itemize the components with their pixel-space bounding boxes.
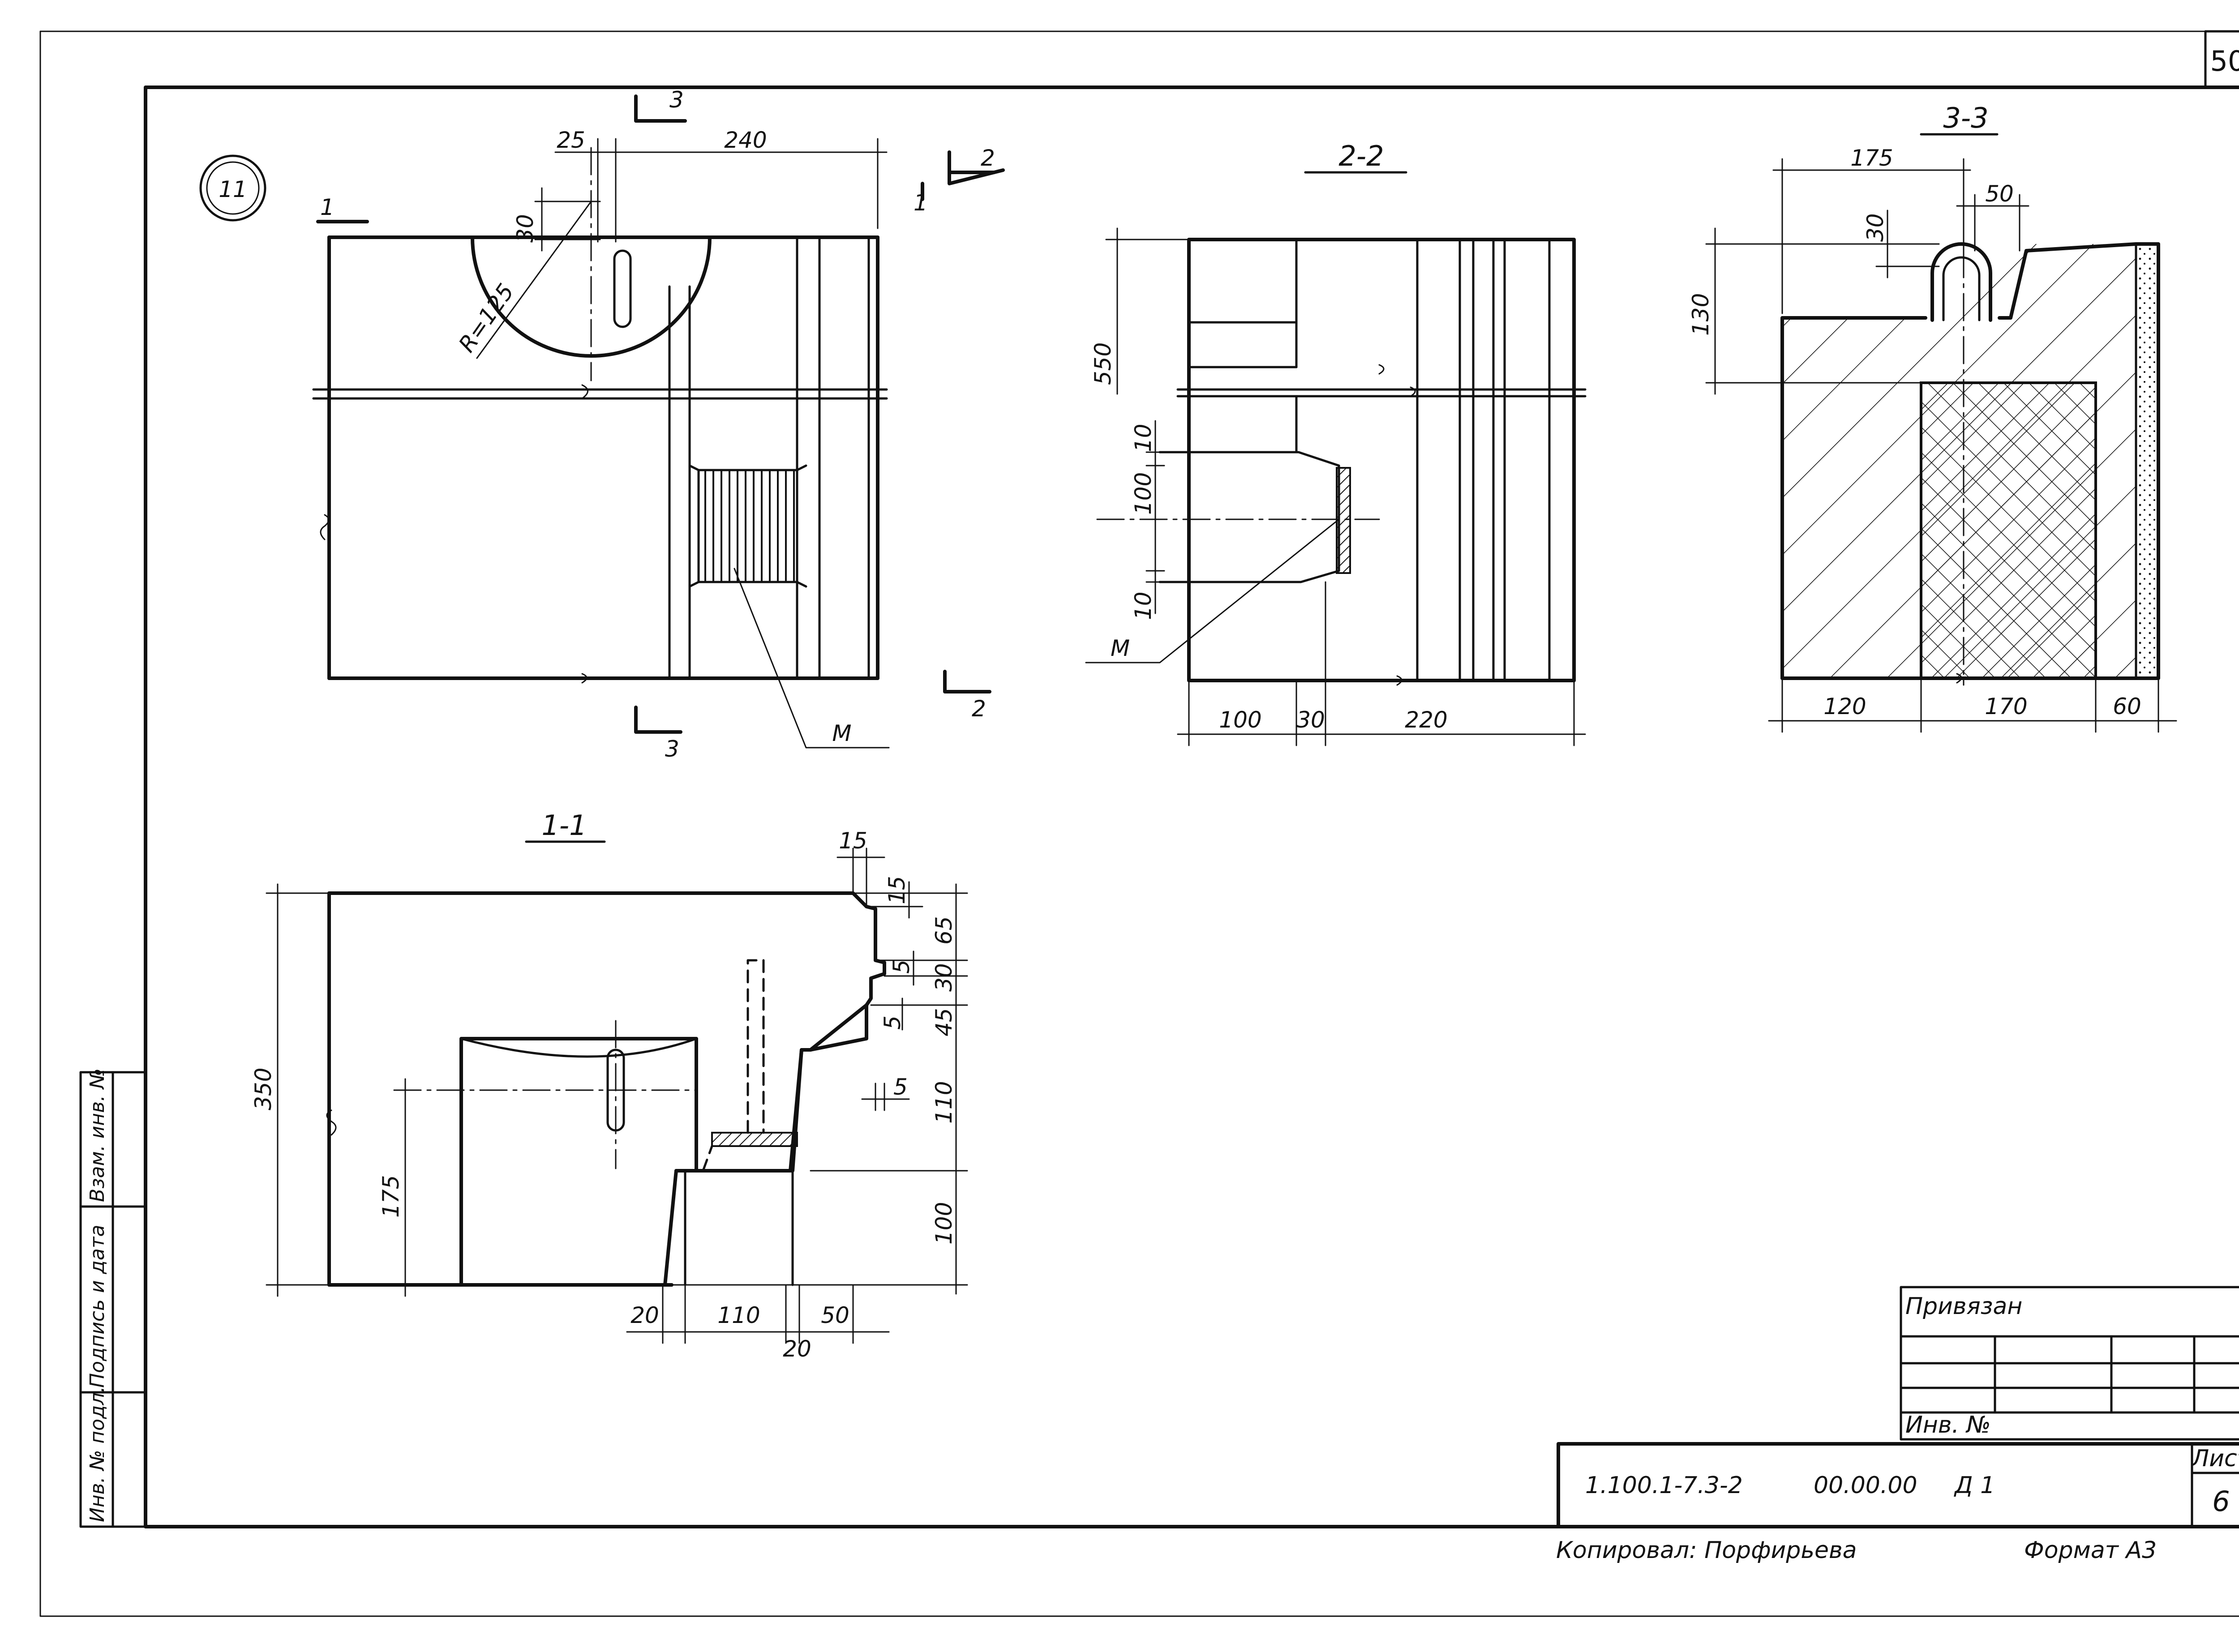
s11-dim-5c: 5 [893, 1074, 908, 1100]
s11-dim-110: 110 [931, 1081, 957, 1124]
copied-by: Копировал: Порфирьева [1556, 1537, 1857, 1564]
node-marker-inner [206, 161, 260, 215]
linked-label: Привязан [1905, 1293, 2022, 1320]
section-1-1: 1-1 65 30 45 110 100 [250, 809, 968, 1362]
s11-dim-175: 175 [378, 1175, 404, 1218]
stamp-inv-podl: Инв. № подл. [86, 1386, 109, 1522]
s22-dim-b30: 30 [1296, 707, 1325, 733]
section-2-2: 2-2 М 550 10 100 10 [1085, 140, 1587, 746]
lifting-loop [1930, 242, 1992, 322]
s33-dim-50: 50 [1985, 181, 2014, 207]
s22-material-label: М [1111, 635, 1130, 661]
leader-M-2 [1085, 518, 1340, 663]
section-1-1-title: 1-1 [541, 809, 587, 842]
cut-2-top: 2 [981, 145, 995, 171]
s11-dim-30: 30 [931, 963, 957, 992]
s22-dim-b220: 220 [1405, 707, 1447, 733]
section-2-2-title: 2-2 [1338, 140, 1384, 172]
leader-M [733, 568, 890, 749]
sheet-frame: 50 [39, 30, 2239, 1617]
sheet-label: Лист [2191, 1445, 2239, 1472]
s11-dim-b20a: 20 [631, 1302, 659, 1328]
s33-dim-175: 175 [1850, 145, 1893, 171]
s11-dim-350: 350 [250, 1068, 276, 1110]
stamp-sign-date: Подпись и дата [86, 1225, 109, 1388]
plan-dim-30: 30 [512, 214, 538, 243]
cut-3-bottom: 3 [665, 736, 679, 762]
slot [613, 249, 632, 328]
s11-dim-15a: 15 [839, 828, 867, 854]
s11-dim-b20b: 20 [783, 1336, 811, 1362]
outer-border [39, 30, 2239, 1617]
page-number: 50 [2210, 45, 2239, 77]
s22-dim-b100: 100 [1219, 707, 1261, 733]
s33-dim-b60: 60 [2113, 693, 2141, 719]
s11-dim-65: 65 [931, 916, 957, 945]
s33-dim-30: 30 [1862, 213, 1888, 242]
s33-dim-130: 130 [1688, 293, 1714, 336]
format-label: Формат А3 [2024, 1537, 2157, 1564]
recess-box [459, 1037, 698, 1287]
s11-dim-100: 100 [931, 1202, 957, 1245]
doc-suffix: Д 1 [1954, 1472, 1995, 1499]
s11-dim-5b: 5 [879, 1015, 905, 1030]
plan-dim-240: 240 [724, 127, 767, 153]
s22-dim-10b: 10 [1130, 591, 1156, 620]
s22-dim-550: 550 [1090, 342, 1116, 385]
doc-code: 1.100.1-7.3-2 [1585, 1472, 1743, 1499]
s11-dim-45: 45 [931, 1008, 957, 1036]
cut-1-right: 1 [914, 190, 928, 216]
title-block: Привязан Инв. № 1.100.1-7.3-2 00.00.00 Д… [1556, 1286, 2239, 1564]
cut-3-top: 3 [669, 87, 684, 113]
node-number: 11 [219, 176, 247, 202]
sheet-number: 6 [2212, 1485, 2230, 1518]
s22-dim-100: 100 [1130, 472, 1156, 515]
plan-dim-25: 25 [557, 127, 585, 153]
s33-dim-b120: 120 [1823, 693, 1866, 719]
s11-dim-b110: 110 [717, 1302, 760, 1328]
side-stamp: Взам. инв. № Подпись и дата Инв. № подл. [79, 1068, 147, 1528]
stamp-vzam-inv: Взам. инв. № [86, 1068, 109, 1202]
plan-view: 11 М 25 240 [199, 87, 1005, 762]
doc-code-2: 00.00.00 [1814, 1472, 1917, 1499]
cut-2-bottom: 2 [972, 696, 986, 722]
s22-dim-10a: 10 [1130, 424, 1156, 452]
s33-dim-b170: 170 [1985, 693, 2027, 719]
plan-material-label: М [832, 720, 851, 746]
plaster-layer [2136, 244, 2158, 678]
cut-1-left: 1 [320, 194, 335, 220]
page-number-box [2204, 30, 2239, 89]
section-3-3: 3-3 175 50 30 130 12 [1688, 102, 2177, 733]
inner-border [144, 86, 2239, 1528]
section-3-3-title: 3-3 [1943, 102, 1988, 134]
s11-dim-b50: 50 [821, 1302, 849, 1328]
s11-dim-15b: 15 [884, 876, 910, 904]
insulation-block [1920, 381, 2097, 680]
node-marker-outer [199, 154, 266, 222]
radius-leader [476, 201, 592, 359]
inv-label: Инв. № [1905, 1412, 1991, 1438]
mesh-insert [699, 470, 797, 582]
s11-dim-5a: 5 [888, 959, 914, 974]
code-block [1557, 1442, 2239, 1528]
